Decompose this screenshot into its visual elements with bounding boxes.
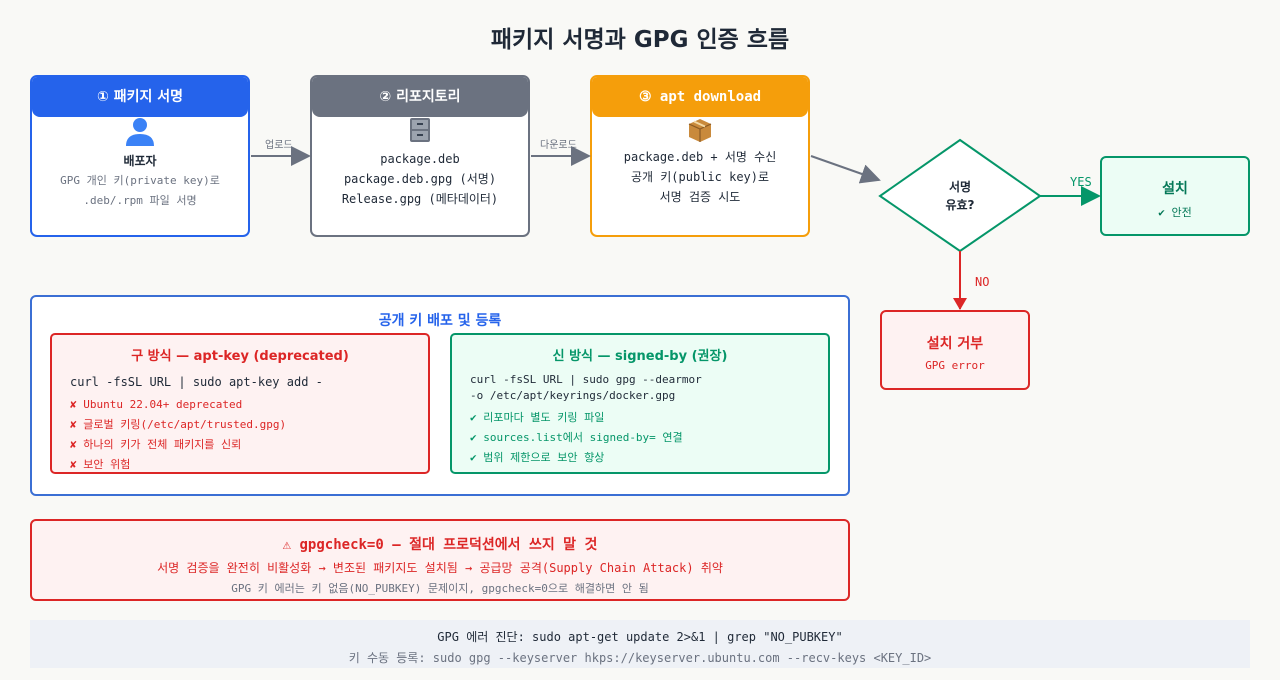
- step-header: ② 리포지토리: [312, 77, 528, 117]
- footer-line: GPG 에러 진단: sudo apt-get update 2>&1 | gr…: [437, 630, 843, 644]
- step-package-signing: ① 패키지 서명 배포자 GPG 개인 키(private key)로 .deb…: [30, 75, 250, 237]
- page-title: 패키지 서명과 GPG 인증 흐름: [490, 27, 790, 53]
- step-line: package.deb: [380, 152, 460, 166]
- person-icon: [32, 117, 248, 146]
- warning-line: 서명 검증을 완전히 비활성화 → 변조된 패키지도 설치됨 → 공급망 공격(…: [157, 561, 723, 575]
- step-apt-download: ③ apt download package.deb + 서명 수신 공개 키(…: [590, 75, 810, 237]
- old-method-bullet: ✘ 하나의 키가 전체 패키지를 신뢰: [70, 438, 242, 451]
- step-repository: ② 리포지토리 package.deb package.deb.gpg (서명)…: [310, 75, 530, 237]
- old-method-bullet: ✘ 글로벌 키링(/etc/apt/trusted.gpg): [70, 418, 287, 431]
- old-method-bullet: ✘ Ubuntu 22.04+ deprecated: [70, 398, 243, 411]
- diagnostic-footer: GPG 에러 진단: sudo apt-get update 2>&1 | gr…: [30, 620, 1250, 668]
- old-method-box: 구 방식 — apt-key (deprecated) curl -fsSL U…: [50, 333, 430, 474]
- install-success-title: 설치: [1162, 181, 1188, 197]
- step-line: 서명 검증 시도: [659, 190, 741, 204]
- public-key-section: 공개 키 배포 및 등록 구 방식 — apt-key (deprecated)…: [30, 295, 850, 496]
- step-line: 배포자: [123, 154, 157, 168]
- warning-note: GPG 키 에러는 키 없음(NO_PUBKEY) 문제이지, gpgcheck…: [231, 582, 649, 595]
- step-line: package.deb.gpg (서명): [343, 172, 497, 186]
- old-method-bullet: ✘ 보안 위험: [70, 458, 131, 471]
- step-line: Release.gpg (메타데이터): [341, 192, 499, 206]
- upload-label: 업로드: [265, 140, 293, 151]
- new-method-title: 신 방식 — signed-by (권장): [552, 349, 728, 364]
- install-rejected-box: 설치 거부 GPG error: [880, 310, 1030, 390]
- step-line: 공개 키(public key)로: [630, 170, 770, 184]
- yes-label: YES: [1070, 175, 1092, 189]
- verify-arrow: [810, 155, 881, 184]
- new-method-bullet: ✔ 리포마다 별도 키링 파일: [470, 411, 605, 424]
- decision-line: 서명: [948, 180, 972, 194]
- new-method-command: -o /etc/apt/keyrings/docker.gpg: [470, 389, 676, 402]
- install-success-box: 설치 ✔ 안전: [1100, 156, 1250, 236]
- section-title: 공개 키 배포 및 등록: [378, 313, 502, 329]
- step-line: .deb/.rpm 파일 서명: [83, 194, 197, 207]
- gpgcheck-warning: ⚠ gpgcheck=0 — 절대 프로덕션에서 쓰지 말 것 서명 검증을 완…: [30, 519, 850, 601]
- no-label: NO: [975, 275, 990, 289]
- footer-line: 키 수동 등록: sudo gpg --keyserver hkps://key…: [348, 651, 932, 665]
- step-header: ① 패키지 서명: [32, 77, 248, 117]
- new-method-bullet: ✔ sources.list에서 signed-by= 연결: [470, 431, 683, 444]
- decision-line: 유효?: [945, 198, 975, 212]
- old-method-command: curl -fsSL URL | sudo apt-key add -: [70, 375, 323, 389]
- new-method-command: curl -fsSL URL | sudo gpg --dearmor: [470, 373, 702, 386]
- step-line: package.deb + 서명 수신: [623, 150, 777, 164]
- install-rejected-title: 설치 거부: [926, 336, 984, 352]
- install-success-sub: ✔ 안전: [1158, 206, 1192, 219]
- file-cabinet-icon: [312, 117, 528, 145]
- download-label: 다운로드: [540, 140, 577, 151]
- decision-text: 서명 유효?: [910, 178, 1010, 214]
- new-method-box: 신 방식 — signed-by (권장) curl -fsSL URL | s…: [450, 333, 830, 474]
- step-header: ③ apt download: [592, 77, 808, 117]
- step-line: GPG 개인 키(private key)로: [60, 174, 220, 187]
- install-rejected-sub: GPG error: [925, 359, 985, 372]
- warning-title: ⚠ gpgcheck=0 — 절대 프로덕션에서 쓰지 말 것: [282, 537, 598, 553]
- old-method-title: 구 방식 — apt-key (deprecated): [131, 349, 349, 364]
- no-arrow-head: [953, 298, 967, 310]
- package-icon: [592, 117, 808, 145]
- new-method-bullet: ✔ 범위 제한으로 보안 향상: [470, 451, 605, 464]
